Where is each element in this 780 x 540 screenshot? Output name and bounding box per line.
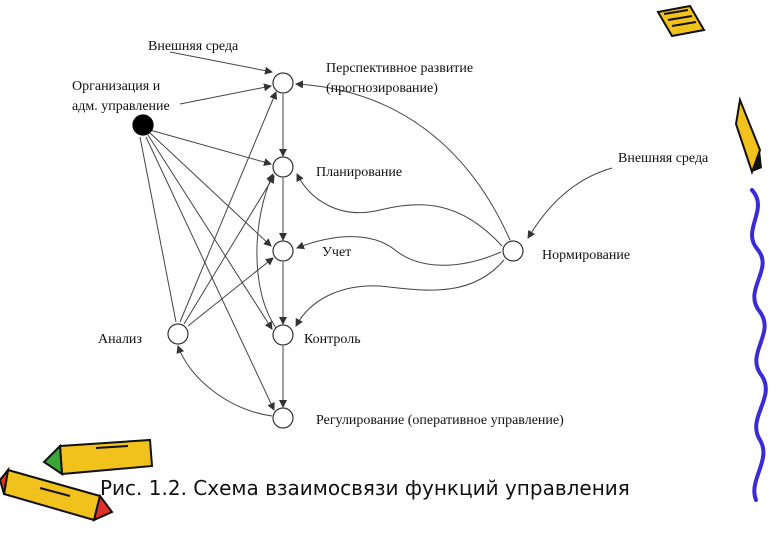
edge-external-to-perspective bbox=[169, 51, 273, 75]
label-norming: Нормирование bbox=[542, 248, 630, 263]
label-perspective-line2: (прогнозирование) bbox=[326, 81, 438, 96]
label-external-env-right: Внешняя среда bbox=[618, 151, 709, 166]
decorative-squiggle bbox=[750, 188, 768, 502]
edge-org-to-perspective bbox=[179, 83, 272, 105]
node-analysis bbox=[167, 323, 189, 345]
label-regulation: Регулирование (оперативное управление) bbox=[316, 413, 564, 428]
edge-control-to-planning-curve bbox=[256, 173, 277, 329]
label-organization-line1: Организация и bbox=[72, 79, 161, 94]
node-organization bbox=[132, 114, 154, 136]
label-accounting: Учет bbox=[322, 245, 351, 260]
edge-analysis-to-accounting bbox=[187, 257, 274, 327]
node-perspective bbox=[272, 72, 294, 94]
edge-norming-to-perspective bbox=[295, 80, 511, 241]
edge-regulation-analysis-curve bbox=[176, 345, 273, 417]
edge-org-to-analysis bbox=[139, 136, 177, 323]
edge-analysis-to-perspective bbox=[179, 91, 277, 323]
label-analysis: Анализ bbox=[98, 332, 142, 347]
clipart-pencil-right-icon bbox=[734, 96, 762, 176]
edge-norming-to-planning bbox=[296, 173, 503, 247]
edge-org-to-planning bbox=[149, 129, 272, 166]
label-control: Контроль bbox=[304, 332, 361, 347]
edge-org-to-accounting bbox=[149, 132, 272, 247]
node-planning bbox=[272, 156, 294, 178]
edge-external-right-to-norming bbox=[527, 167, 613, 239]
diagram-edges bbox=[139, 51, 613, 417]
edge-analysis-to-planning bbox=[183, 175, 275, 325]
node-control bbox=[272, 324, 294, 346]
label-external-env-top: Внешняя среда bbox=[148, 39, 239, 54]
edge-norming-to-control bbox=[295, 259, 505, 327]
figure-caption: Рис. 1.2. Схема взаимосвязи функций упра… bbox=[100, 476, 630, 500]
label-planning: Планирование bbox=[316, 165, 402, 180]
edge-org-to-control bbox=[147, 134, 273, 330]
node-regulation bbox=[272, 407, 294, 429]
label-organization-line2: адм. управление bbox=[72, 99, 170, 114]
clipart-notebook-icon bbox=[656, 4, 706, 38]
node-accounting bbox=[272, 240, 294, 262]
clipart-pencils-icon bbox=[0, 438, 154, 522]
node-norming bbox=[502, 240, 524, 262]
edge-org-to-regulation bbox=[145, 136, 275, 411]
label-perspective-line1: Перспективное развитие bbox=[326, 61, 473, 76]
edge-norming-to-accounting bbox=[296, 236, 502, 266]
